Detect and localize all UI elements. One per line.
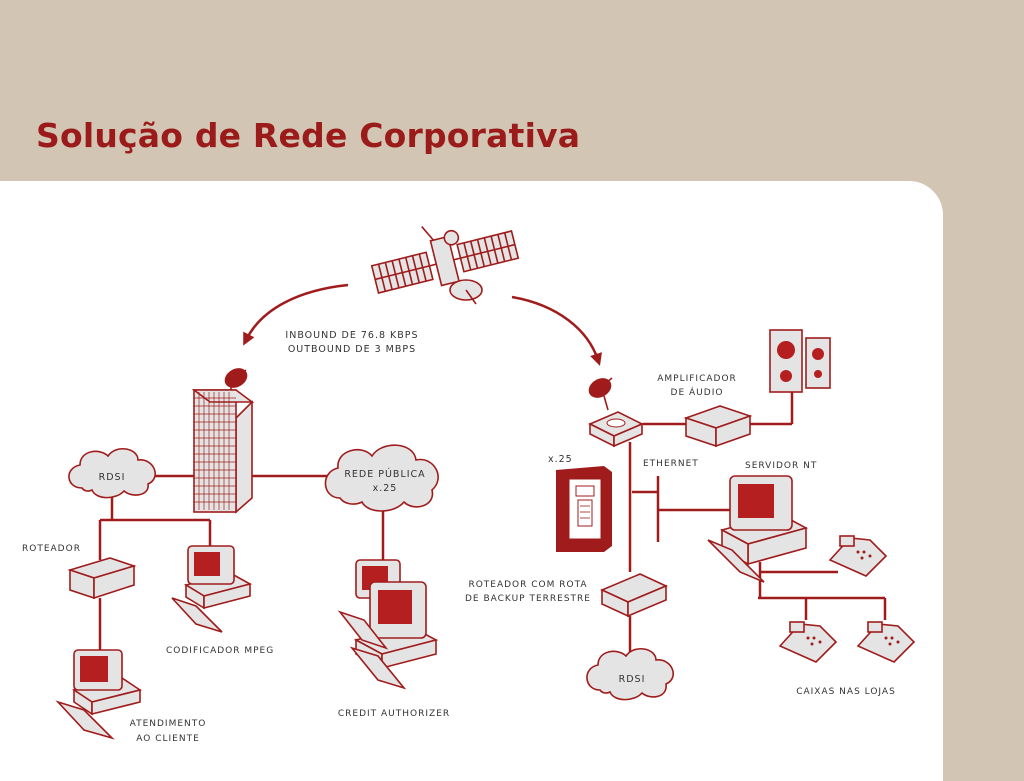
inbound-speed-label: INBOUND DE 76.8 KBPS <box>285 330 418 341</box>
cash-register-icon <box>856 621 916 663</box>
router-icon-left <box>67 557 137 600</box>
ethernet-label: ETHERNET <box>643 459 699 469</box>
cash-register-icon <box>778 621 838 663</box>
backup-router-icon <box>600 573 668 618</box>
ao-cliente-label: AO CLIENTE <box>136 734 200 744</box>
atendimento-label: ATENDIMENTO <box>130 719 207 729</box>
cash-register-icon <box>828 535 888 577</box>
nt-server-computer-icon <box>707 475 809 583</box>
de-audio-label: DE ÁUDIO <box>671 386 724 398</box>
rdsi-cloud-left: RDSI <box>68 448 156 499</box>
credit-authorizer-computer-icon <box>337 559 439 690</box>
rede-publica-x25-label: x.25 <box>373 483 398 494</box>
audio-amplifier-icon <box>683 405 753 448</box>
customer-service-computer-icon <box>55 649 142 740</box>
rdsi-right-label: RDSI <box>619 674 646 685</box>
credit-authorizer-label: CREDIT AUTHORIZER <box>338 709 450 719</box>
satellite-modem-icon <box>588 411 644 448</box>
slide-title: Solução de Rede Corporativa <box>36 116 581 155</box>
amplificador-label: AMPLIFICADOR <box>657 374 737 384</box>
x25-terminal-icon <box>556 466 612 552</box>
mpeg-encoder-computer-icon <box>171 545 253 633</box>
codificador-mpeg-label: CODIFICADOR MPEG <box>166 646 274 656</box>
office-building-icon <box>191 368 255 514</box>
connection-lines <box>98 283 887 652</box>
satellite-icon <box>370 226 520 305</box>
backup-terrestre-label: DE BACKUP TERRESTRE <box>465 594 591 604</box>
rede-publica-label: REDE PÚBLICA <box>344 468 425 480</box>
servidor-nt-label: SERVIDOR NT <box>745 461 817 471</box>
roteador-label: ROTEADOR <box>22 544 81 554</box>
x25-label: x.25 <box>548 454 573 465</box>
rdsi-left-label: RDSI <box>99 472 126 483</box>
rdsi-cloud-right: RDSI <box>586 648 674 701</box>
speaker-icon <box>769 329 831 393</box>
vsat-dish-icon <box>588 377 613 411</box>
roteador-backup-label: ROTEADOR COM ROTA <box>468 580 587 590</box>
caixas-nas-lojas-label: CAIXAS NAS LOJAS <box>796 687 896 697</box>
outbound-speed-label: OUTBOUND DE 3 MBPS <box>288 344 416 355</box>
public-network-cloud: REDE PÚBLICA x.25 <box>324 444 439 512</box>
